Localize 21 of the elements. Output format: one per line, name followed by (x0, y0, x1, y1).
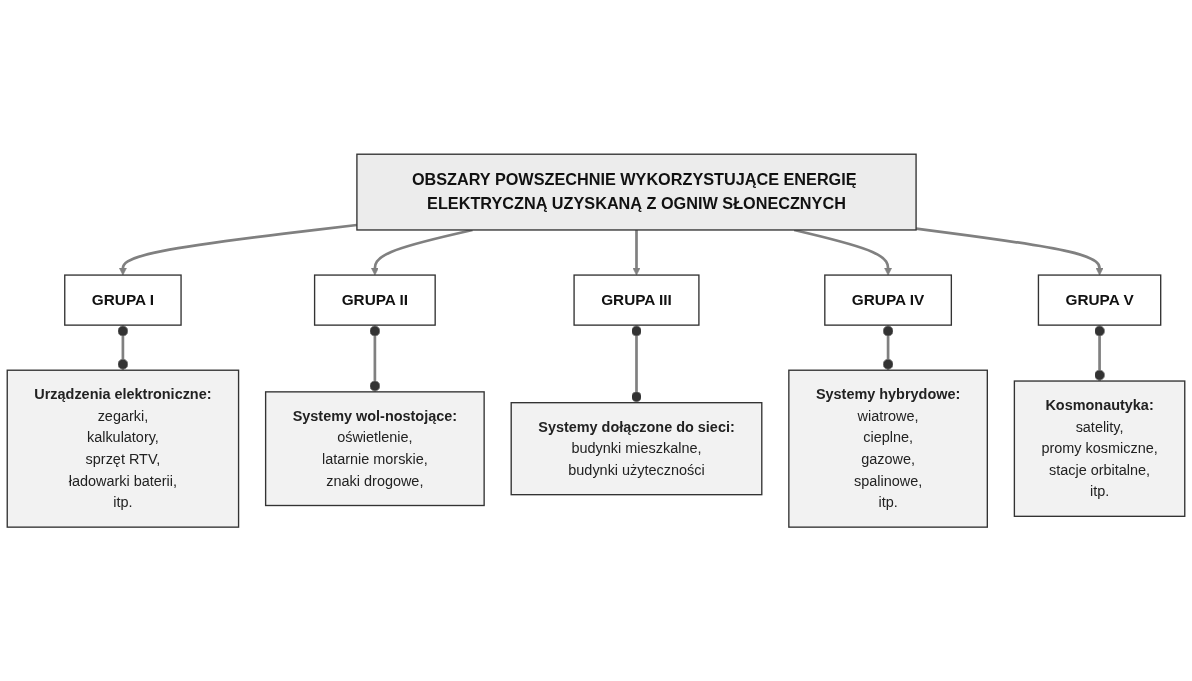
node-box: Systemy wol-nostojące: oświetlenie, latarnie morskie, znaki drogowe, (264, 391, 485, 506)
connector (882, 324, 894, 371)
arrow (632, 229, 641, 276)
arrow (118, 223, 358, 276)
node-box: Urządzenia elektroniczne: zegarki, kalkulatory, sprzęt RTV, ładowarki baterii, itp. (6, 369, 240, 528)
arrow (370, 228, 473, 276)
node-box: Systemy dołączone do sieci: budynki mieszkalne, budynki użyteczności (510, 401, 763, 496)
arrow (793, 228, 893, 276)
connector (1094, 324, 1105, 381)
node-box: Systemy hybrydowe: wiatrowe, cieplne, gazowe, spalinowe, itp. (788, 369, 988, 528)
node-box: GRUPA II (313, 274, 436, 326)
node-box: GRUPA V (1037, 274, 1162, 326)
node-box: Kosmonautyka: satelity, promy kosmiczne, stacje orbitalne, itp. (1013, 380, 1186, 517)
arrow (915, 227, 1104, 276)
connector (117, 324, 129, 371)
node-box: GRUPA III (573, 274, 700, 326)
connector (631, 324, 642, 403)
connector (369, 324, 381, 392)
node-box: GRUPA I (64, 274, 182, 326)
node-box: GRUPA IV (824, 274, 953, 326)
node-box: OBSZARY POWSZECHNIE WYKORZYSTUJĄCE ENERGIĘ ELEKTRYCZNĄ UZYSKANĄ Z OGNIW SŁONECZNYCH (356, 153, 917, 231)
